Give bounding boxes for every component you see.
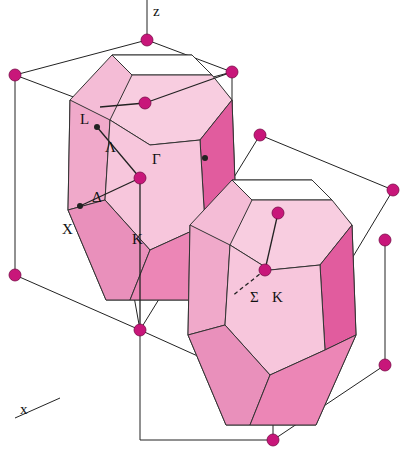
point-label: x [20, 402, 28, 417]
point-label: K [272, 290, 283, 305]
symmetry-lines [80, 72, 278, 330]
symmetry-points [77, 124, 208, 209]
point-label: Λ [105, 140, 116, 155]
point-label: K [132, 232, 143, 247]
point-label: X [62, 222, 73, 237]
point-label: Γ [152, 152, 161, 167]
point-label: L [80, 112, 89, 127]
point-label: z [153, 4, 160, 19]
lattice-points [9, 34, 399, 446]
brillouin-zone-2 [188, 180, 356, 425]
cube-wireframe [15, 0, 393, 440]
point-label: Σ [250, 290, 259, 305]
point-label: Δ [92, 190, 102, 205]
